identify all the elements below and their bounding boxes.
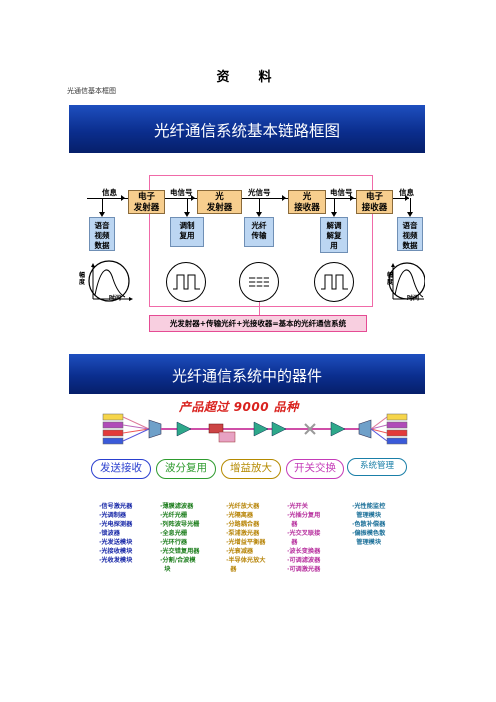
signal-chain-line <box>87 198 409 199</box>
management-device-list: ·光性能监控 管理模块 ·色散补偿器 ·偏振模色散 管理模块 <box>352 503 386 546</box>
sink-data-block: 语音 视频 数据 <box>397 217 423 251</box>
signal-label-optical: 光信号 <box>248 188 271 197</box>
transceiver-device-list: ·信号激光器 ·光调制器 ·光电探测器 ·锁波器 ·光发送模块 ·光接收模块 ·… <box>99 503 133 564</box>
category-amplification: 增益放大 <box>221 459 281 479</box>
drop-line-3 <box>259 198 260 213</box>
slide-title: 光纤通信系统基本链路框图 <box>153 122 340 140</box>
drop-line-2 <box>187 198 188 213</box>
fiber-transmission-block: 光纤 传输 <box>244 217 274 247</box>
y-axis-label-in: 幅 度 <box>79 272 86 286</box>
slide-banner <box>69 354 425 394</box>
signal-label-electrical-1: 电信号 <box>170 188 193 197</box>
amplification-device-list: ·光纤放大器 ·光隔离器 ·分路耦合器 ·泵浦激光器 ·光增益平衡器 ·光衰减器… <box>226 503 266 573</box>
y-axis-label-out: 幅 度 <box>387 272 394 286</box>
drop-line-5 <box>410 198 411 213</box>
input-signal-plot <box>88 260 133 302</box>
signal-label-info-in: 信息 <box>102 188 117 197</box>
drop-line-4 <box>334 198 335 213</box>
signal-label-electrical-2: 电信号 <box>330 188 353 197</box>
link-diagram-slide: 光纤通信系统基本链路框图 信息 电信号 光信号 电信号 信息 电子 发射器 光 … <box>69 105 425 342</box>
optical-wave-circle <box>239 262 279 302</box>
wdm-device-list: ·薄膜滤波器 ·光纤光栅 ·列阵波导光栅 ·全息光栅 ·光环行器 ·光交错复用器… <box>160 503 200 573</box>
category-switching: 开关交换 <box>286 459 344 479</box>
slide-banner <box>69 105 425 153</box>
electronic-receiver-block: 电子 接收器 <box>356 190 393 214</box>
drop-line-1 <box>102 198 103 213</box>
optical-pulse-icon <box>249 275 269 289</box>
square-wave-icon <box>173 274 200 290</box>
electronic-transmitter-block: 电子 发射器 <box>128 190 165 214</box>
product-count-tagline: 产品超过 9000 品种 <box>179 400 299 414</box>
signal-label-info-out: 信息 <box>399 188 414 197</box>
demodulated-wave-circle <box>314 262 354 302</box>
category-wdm: 波分复用 <box>156 459 216 479</box>
system-equation-box: 光发射器+传输光纤+光接收器=基本的光纤通信系统 <box>149 315 367 332</box>
source-data-block: 语音 视频 数据 <box>89 217 115 251</box>
switching-device-list: ·光开关 ·光插分复用 器 ·光交叉联接 器 ·波长变换器 ·可调滤波器 ·可调… <box>287 503 321 573</box>
square-wave-icon <box>321 274 348 290</box>
category-transceiver: 发送接收 <box>91 459 151 479</box>
chain-arrows <box>99 195 413 217</box>
x-axis-label-in: 时间 <box>109 295 122 302</box>
page-subtitle: 光通信基本框图 <box>67 87 116 95</box>
x-axis-label-out: 时间 <box>407 295 420 302</box>
modulation-block: 调制 复用 <box>170 217 204 247</box>
output-signal-plot <box>388 262 425 300</box>
slide-title: 光纤通信系统中的器件 <box>171 367 322 385</box>
optical-receiver-block: 光 接收器 <box>288 190 326 214</box>
devices-slide: 光纤通信系统中的器件 产品超过 9000 品种 <box>69 354 425 582</box>
optical-section-frame <box>149 175 373 307</box>
category-management: 系统管理 <box>347 458 407 476</box>
demodulation-block: 解调 解复 用 <box>320 217 348 253</box>
modulated-wave-circle <box>166 262 206 302</box>
page-title: 资 料 <box>216 70 280 85</box>
optical-transmitter-block: 光 发射器 <box>197 190 242 214</box>
optical-system-illustration <box>102 413 408 445</box>
